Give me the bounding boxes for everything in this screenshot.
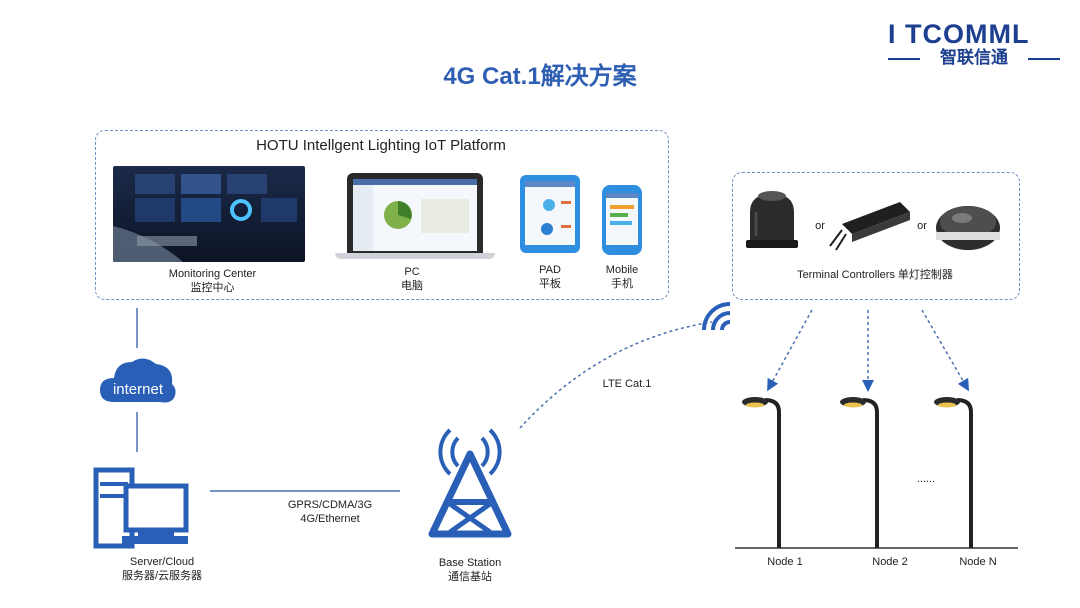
street-lamp-n [934, 397, 973, 548]
street-lamp-1 [742, 397, 781, 548]
arrow-node-1 [767, 309, 813, 392]
base-station-cn: 通信基站 [448, 571, 492, 583]
monitoring-wall-graphic [113, 174, 297, 262]
server-cn: 服务器/云服务器 [121, 570, 203, 582]
mobile-label: Mobile 手机 [597, 263, 647, 291]
mobile-cn: 手机 [611, 278, 633, 290]
platform-title: HOTU Intellgent Lighting IoT Platform [256, 137, 506, 154]
link-protocol-label: GPRS/CDMA/3G 4G/Ethernet [260, 498, 400, 526]
tablet-icon [520, 175, 580, 253]
lte-link-curve [519, 321, 713, 429]
internet-cloud-icon [100, 358, 176, 403]
controllers-label: Terminal Controllers 单灯控制器 [797, 269, 953, 281]
laptop-icon [335, 173, 495, 259]
street-lamp-2 [840, 397, 879, 548]
controller-box-2 [829, 202, 910, 251]
server-en: Server/Cloud [129, 556, 195, 568]
node-n-label: Node N [959, 556, 997, 568]
link-line-1: GPRS/CDMA/3G [287, 499, 373, 511]
logo-brand-top: I TCOMML [888, 19, 1030, 49]
pad-label: PAD 平板 [525, 263, 575, 291]
or-label-2: or [917, 220, 927, 232]
pad-en: PAD [539, 264, 561, 276]
controllers-box [732, 172, 1020, 300]
platform-box [95, 130, 669, 300]
server-label: Server/Cloud 服务器/云服务器 [92, 555, 232, 583]
mobile-en: Mobile [605, 264, 639, 276]
street-lamps [742, 397, 973, 548]
arrow-node-n [921, 309, 970, 392]
pc-en: PC [404, 266, 420, 278]
server-icon [93, 467, 189, 549]
or-label-1: or [815, 220, 825, 232]
page-title: 4G Cat.1解决方案 [443, 63, 637, 90]
monitoring-center-cn: 监控中心 [190, 282, 235, 294]
pc-cn: 电脑 [401, 280, 423, 292]
base-station-label: Base Station 通信基站 [405, 556, 535, 584]
company-logo: I TCOMML 智联信通 [888, 20, 1060, 70]
pc-label: PC 电脑 [382, 265, 442, 293]
base-station-icon [428, 428, 512, 538]
link-line-2: 4G/Ethernet [300, 513, 360, 525]
monitoring-center-image [113, 166, 305, 262]
logo-brand-bottom: 智联信通 [940, 48, 1008, 67]
controller-devices [746, 191, 1000, 251]
monitoring-center-label: Monitoring Center 监控中心 [140, 267, 285, 295]
controller-round-3 [936, 206, 1000, 250]
wireless-signal-icon [702, 302, 731, 331]
lte-label: LTE Cat.1 [602, 378, 652, 390]
monitoring-center-en: Monitoring Center [168, 268, 257, 280]
controller-dome-1 [746, 191, 798, 248]
internet-label: internet [112, 381, 164, 398]
pad-cn: 平板 [539, 278, 561, 290]
base-station-en: Base Station [438, 557, 502, 569]
mobile-icon [602, 185, 642, 255]
node-1-label: Node 1 [767, 556, 803, 568]
node-2-label: Node 2 [872, 556, 908, 568]
nodes-ellipsis: ...... [916, 473, 936, 485]
